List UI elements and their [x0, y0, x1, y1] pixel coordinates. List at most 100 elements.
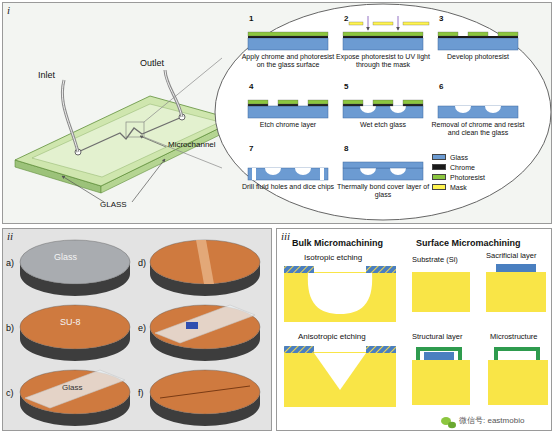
step-number: 7: [249, 145, 253, 154]
step-caption: Thermally bond cover layer of glass: [335, 183, 431, 199]
wafer-top: [20, 370, 130, 414]
wafer-top: [150, 370, 260, 414]
step-caption: Drill fluid holes and dice chips: [240, 183, 336, 191]
process-label: Structural layer: [412, 333, 462, 341]
step-number: 1: [249, 15, 253, 24]
panel-label: iii: [281, 230, 290, 242]
etched-channel: [360, 106, 376, 113]
step-caption: Apply chrome and photoresist on the glas…: [240, 53, 336, 69]
microchannel-line: [78, 117, 182, 152]
legend-text: Photoresist: [450, 174, 485, 181]
substrate: [488, 360, 548, 405]
glass-layer: [343, 38, 423, 50]
zoom-region: [126, 122, 144, 137]
etched-channel: [360, 168, 376, 175]
panel-label: ii: [7, 230, 13, 242]
photoresist-layer: [343, 100, 363, 104]
mask-layer: [349, 22, 363, 25]
leader-line: [132, 159, 165, 202]
process-label: Sacrificial layer: [486, 252, 536, 260]
figure-panel: ii: [2, 228, 272, 431]
chrome-layer: [278, 104, 298, 106]
substrate: [284, 352, 396, 407]
watermark: 微信号: eastmobio: [459, 417, 524, 426]
photoresist-layer: [248, 32, 328, 36]
step-caption: Expose photoresist to UV light through t…: [335, 53, 431, 69]
fluid-hole: [320, 168, 324, 180]
inlet-tube-core: [62, 80, 78, 152]
etched-channel: [485, 106, 501, 113]
glass-layer: [438, 38, 518, 50]
chrome-layer: [343, 36, 423, 38]
leader-line: [62, 176, 104, 202]
microstructure: [496, 349, 538, 360]
glass-layer: [248, 168, 328, 180]
figure-panel: i: [2, 2, 552, 224]
legend-row: Mask: [432, 182, 485, 192]
process-ellipse: [215, 4, 551, 220]
wafer-top: [150, 240, 260, 284]
legend-text: Glass: [450, 154, 468, 161]
legend: GlassChromePhotoresistMask: [432, 152, 485, 192]
su8-channel: [160, 386, 250, 398]
etch-mask: [366, 266, 396, 273]
legend-row: Photoresist: [432, 172, 485, 182]
part-label: Outlet: [140, 58, 164, 68]
zoom-line: [144, 137, 222, 168]
glass-layer: [248, 106, 328, 118]
photoresist-layer: [278, 100, 298, 104]
photoresist-layer: [373, 100, 393, 104]
etched-channel: [390, 106, 406, 113]
su8-channel: [196, 240, 214, 284]
glass-chip: [15, 96, 236, 186]
material-label: Glass: [54, 252, 77, 262]
substrate: [284, 272, 396, 322]
legend-row: Glass: [432, 152, 485, 162]
mask-layer: [373, 22, 393, 25]
sacrificial-layer: [424, 352, 454, 360]
glass-slide: [155, 305, 255, 343]
cover-glass-layer: [343, 162, 423, 168]
photoresist-layer: [498, 32, 518, 36]
panel-background: [2, 2, 552, 224]
chrome-layer: [308, 104, 328, 106]
chrome-layer: [403, 104, 423, 106]
outlet-tube: [165, 70, 182, 117]
sub-figure-label: a): [6, 258, 14, 268]
fluid-hole: [252, 168, 256, 180]
uv-arrow: [368, 16, 369, 30]
wafer-top: [20, 305, 130, 349]
step-caption: Removal of chrome and resist and clean t…: [430, 121, 526, 137]
legend-row: Chrome: [432, 162, 485, 172]
photoresist-layer: [308, 100, 328, 104]
sub-figure-label: f): [138, 388, 144, 398]
photoresist-layer: [438, 32, 458, 36]
legend-swatch: [432, 164, 446, 170]
leader-line: [140, 136, 166, 147]
chrome-layer: [343, 104, 363, 106]
photoresist-layer: [468, 32, 488, 36]
wafer-top: [150, 305, 260, 349]
legend-text: Mask: [450, 184, 467, 191]
part-label: GLASS: [100, 201, 127, 210]
etched-channel: [455, 106, 471, 113]
material-label: SU-8: [60, 317, 81, 327]
legend-swatch: [432, 184, 446, 190]
glass-layer: [343, 106, 423, 118]
panel-label: i: [7, 4, 10, 16]
isotropic-cavity: [308, 273, 372, 314]
column-heading: Surface Micromachining: [416, 238, 521, 248]
sub-figure-label: d): [138, 258, 146, 268]
uv-arrow: [398, 16, 399, 30]
panel-background: [276, 228, 552, 431]
material-label: Glass: [62, 384, 82, 393]
etched-channel: [390, 168, 406, 175]
sub-figure-label: b): [6, 323, 14, 333]
sub-figure-label: e): [138, 323, 146, 333]
glass-layer: [438, 106, 518, 118]
legend-swatch: [432, 154, 446, 160]
step-caption: Etch chrome layer: [240, 121, 336, 129]
legend-swatch: [432, 174, 446, 180]
process-label: Microstructure: [490, 333, 538, 341]
photoresist-layer: [343, 32, 423, 36]
